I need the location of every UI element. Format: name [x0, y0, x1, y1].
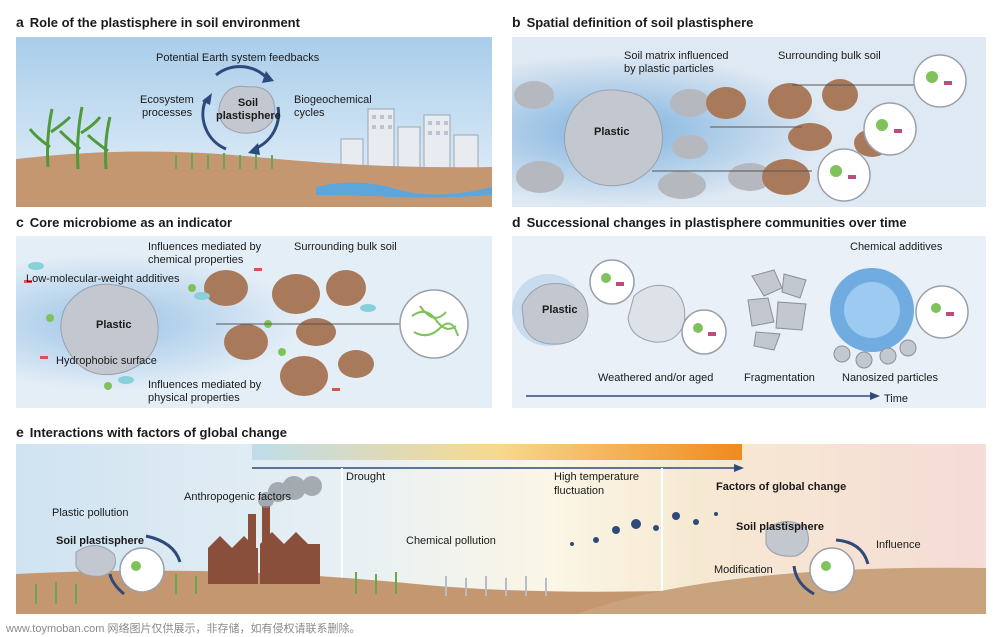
bulk-soil-label: Surrounding bulk soil [778, 50, 881, 62]
plastic-particle-c [60, 283, 159, 376]
chemical-additives-label: Chemical additives [850, 241, 943, 253]
panel-c-title-text: Core microbiome as an indicator [29, 215, 233, 230]
panel-e-illustration [16, 444, 986, 614]
biogeo-label-1: Biogeochemical [294, 94, 372, 106]
panel-b-title-text: Spatial definition of soil plastisphere [526, 15, 754, 30]
panel-d-illustration [512, 236, 986, 408]
factors-label: Factors of global change [716, 481, 847, 493]
panel-d-title: d Successional changes in plastisphere co… [512, 214, 907, 230]
modification-label: Modification [714, 564, 773, 576]
panel-a: Potential Earth system feedbacks Ecosyst… [16, 37, 492, 207]
time-label: Time [884, 393, 909, 405]
zoom-circle-c [399, 289, 469, 359]
panel-e-letter: e [16, 424, 24, 440]
panel-a-title: a Role of the plastisphere in soil enviro… [16, 14, 300, 30]
lmw-label: Low-molecular-weight additives [26, 273, 180, 285]
influence-label: Influence [876, 539, 921, 551]
hightemp-label-2: fluctuation [554, 485, 605, 497]
panel-e-title: e Interactions with factors of global cha… [16, 424, 287, 440]
panel-a-illustration [16, 37, 492, 207]
drought-label: Drought [346, 471, 386, 483]
panel-b-illustration [512, 37, 986, 207]
soil-plastisphere-right-label: Soil plastisphere [736, 521, 825, 533]
biogeo-label-2: cycles [294, 107, 325, 119]
panel-b: Soil matrix influenced by plastic partic… [512, 37, 986, 207]
crop-plants [35, 572, 397, 604]
plastic-label-d: Plastic [542, 304, 578, 316]
ecosystem-label-1: Ecosystem [140, 94, 194, 106]
panel-a-title-text: Role of the plastisphere in soil environ… [29, 15, 300, 30]
chemical-pollution-dots [570, 512, 718, 546]
zoom-circles [817, 54, 967, 202]
watermark-text: www.toymoban.com 网络图片仅供展示，非存储，如有侵权请联系删除。 [6, 623, 361, 635]
chem-label-1: Influences mediated by [148, 241, 262, 253]
bulk-soil-particles [706, 79, 890, 195]
matrix-label-1: Soil matrix influenced [624, 50, 729, 62]
corn-plants [28, 106, 112, 170]
panel-d: Chemical additives Plastic Weathered and… [512, 236, 986, 408]
panel-a-letter: a [16, 14, 24, 30]
hightemp-label-1: High temperature [554, 471, 639, 483]
chemical-pollution-label: Chemical pollution [406, 535, 496, 547]
bulk-soil-label-c: Surrounding bulk soil [294, 241, 397, 253]
panel-e: Drought High temperature fluctuation Fac… [16, 444, 986, 614]
chem-label-2: chemical properties [148, 254, 244, 266]
center-label-2: plastisphere [216, 110, 281, 122]
ecosystem-label-2: processes [142, 107, 193, 119]
panel-c: Influences mediated by chemical properti… [16, 236, 492, 408]
center-label-1: Soil [237, 97, 259, 109]
plastic-label-b: Plastic [594, 126, 630, 138]
phys-label-1: Influences mediated by [148, 379, 262, 391]
plastic-particle [564, 89, 663, 187]
feedbacks-label: Potential Earth system feedbacks [156, 52, 320, 64]
soil-plastisphere-left-label: Soil plastisphere [56, 535, 145, 547]
global-change-gradient-bar [252, 444, 742, 460]
matrix-label-2: by plastic particles [624, 63, 714, 75]
panel-d-letter: d [512, 214, 521, 230]
fragmented-particle [747, 269, 807, 351]
factory [208, 506, 320, 584]
plastic-label-c: Plastic [96, 319, 132, 331]
weathered-label: Weathered and/or aged [598, 372, 714, 384]
panel-b-title: b Spatial definition of soil plastisphere [512, 14, 753, 30]
plastic-particle-d [521, 282, 589, 345]
plastic-pollution-label: Plastic pollution [52, 507, 129, 519]
panel-c-letter: c [16, 214, 24, 230]
nanosized-label: Nanosized particles [842, 372, 938, 384]
panel-c-title: c Core microbiome as an indicator [16, 214, 232, 230]
hydrophobic-label: Hydrophobic surface [56, 355, 157, 367]
anthropogenic-label: Anthropogenic factors [184, 491, 292, 503]
phys-label-2: physical properties [148, 392, 240, 404]
fragmentation-label: Fragmentation [744, 372, 815, 384]
panel-b-letter: b [512, 14, 521, 30]
panel-c-illustration [16, 236, 492, 408]
weathered-particle [627, 284, 686, 343]
panel-d-title-text: Successional changes in plastisphere com… [526, 215, 907, 230]
panel-e-title-text: Interactions with factors of global chan… [29, 425, 287, 440]
